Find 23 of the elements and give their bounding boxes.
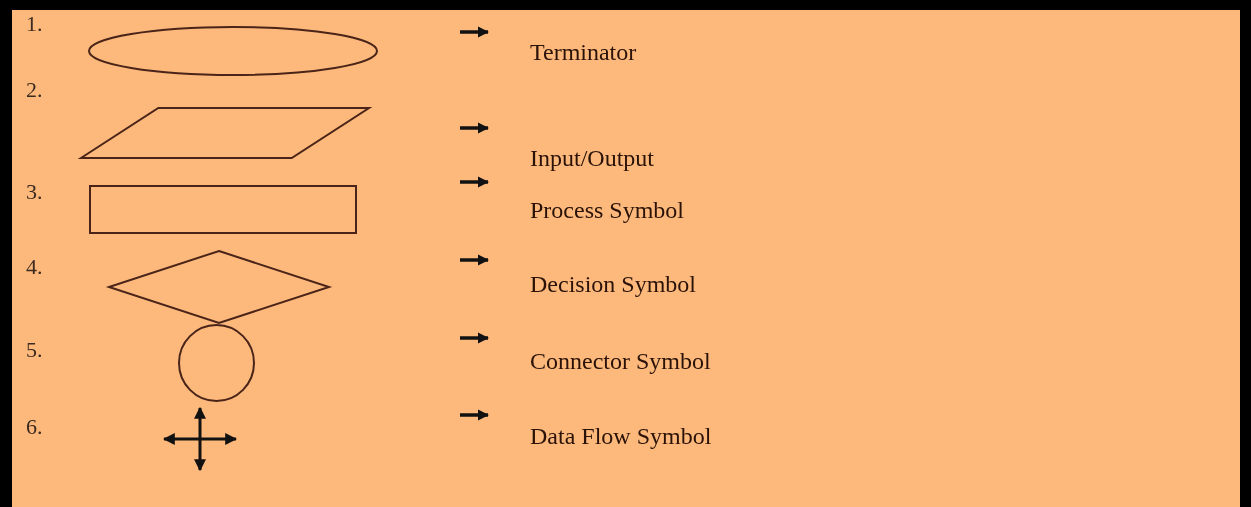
arrow xyxy=(460,176,490,188)
symbol-name: Decision Symbol xyxy=(490,252,696,298)
symbol-name: Input/Output xyxy=(490,120,654,172)
oval-shape xyxy=(88,26,378,76)
parallelogram-shape xyxy=(80,107,370,159)
diamond-shape xyxy=(108,250,330,324)
rectangle-shape xyxy=(89,185,357,234)
arrow xyxy=(460,254,490,266)
symbol-name: Process Symbol xyxy=(490,174,684,224)
list-number: 3. xyxy=(26,180,43,204)
circle-shape xyxy=(178,324,255,402)
symbol-name: Data Flow Symbol xyxy=(490,407,712,450)
symbol-name: Connector Symbol xyxy=(490,330,711,375)
arrow xyxy=(460,332,490,344)
symbol-name: Terminator xyxy=(490,24,637,66)
list-number: 5. xyxy=(26,338,43,362)
list-number: 2. xyxy=(26,78,43,102)
list-number: 6. xyxy=(26,415,43,439)
arrow xyxy=(460,122,490,134)
list-number: 1. xyxy=(26,12,43,36)
list-number: 4. xyxy=(26,255,43,279)
arrow xyxy=(460,409,490,421)
arrow xyxy=(460,26,490,38)
